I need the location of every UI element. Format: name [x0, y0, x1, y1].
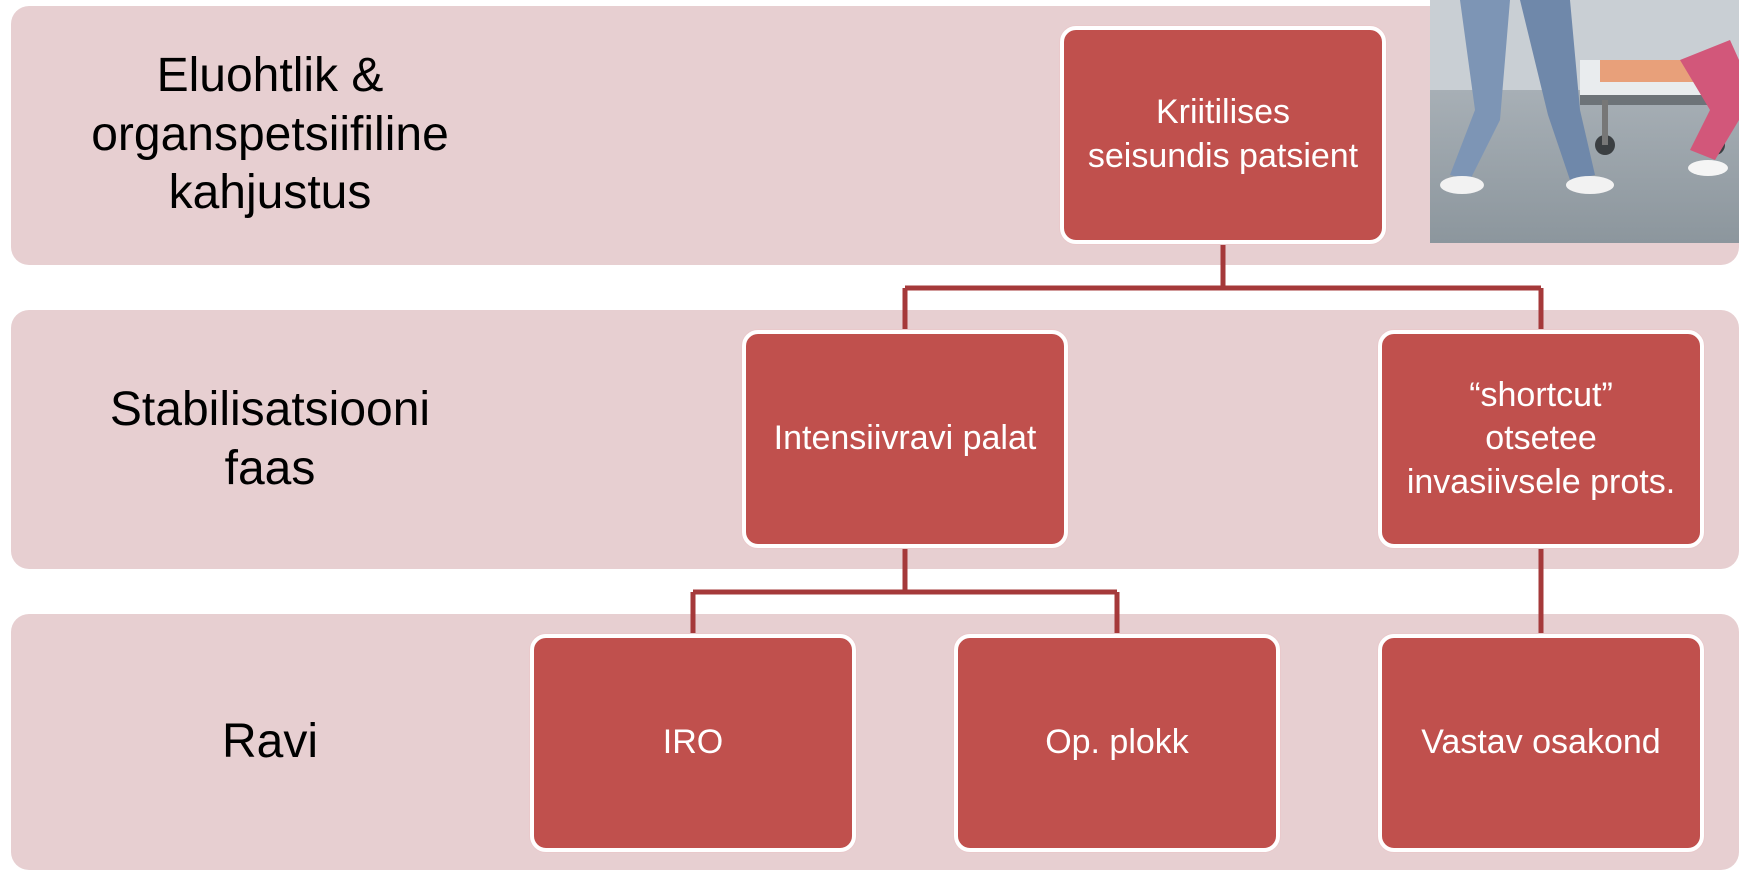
node-iro: IRO [530, 634, 856, 852]
band-label-1-text: Eluohtlik & organspetsiifiline kahjustus [91, 49, 449, 220]
connector-icu-children [690, 548, 1120, 634]
node-root-label: Kriitilises seisundis patsient [1087, 93, 1359, 175]
band-label-2-text: Stabilisatsiooni faas [109, 383, 431, 495]
hospital-staff-photo [1430, 0, 1739, 243]
band-label-3: Ravi [40, 640, 500, 845]
node-shortcut-label: “shortcut” otsetee invasiivsele prots. [1406, 375, 1676, 501]
band-label-2: Stabilisatsiooni faas [40, 330, 500, 550]
node-iro-label: IRO [662, 723, 724, 762]
node-department: Vastav osakond [1378, 634, 1704, 852]
node-op-block: Op. plokk [954, 634, 1280, 852]
node-icu: Intensiivravi palat [742, 330, 1068, 548]
node-op-block-label: Op. plokk [1045, 723, 1189, 762]
node-shortcut: “shortcut” otsetee invasiivsele prots. [1378, 330, 1704, 548]
node-icu-label: Intensiivravi palat [773, 419, 1037, 458]
node-root: Kriitilises seisundis patsient [1060, 26, 1386, 244]
node-department-label: Vastav osakond [1421, 723, 1661, 762]
band-label-1: Eluohtlik & organspetsiifiline kahjustus [40, 30, 500, 240]
band-label-3-text: Ravi [221, 715, 319, 769]
connector-root-children [902, 243, 1544, 330]
